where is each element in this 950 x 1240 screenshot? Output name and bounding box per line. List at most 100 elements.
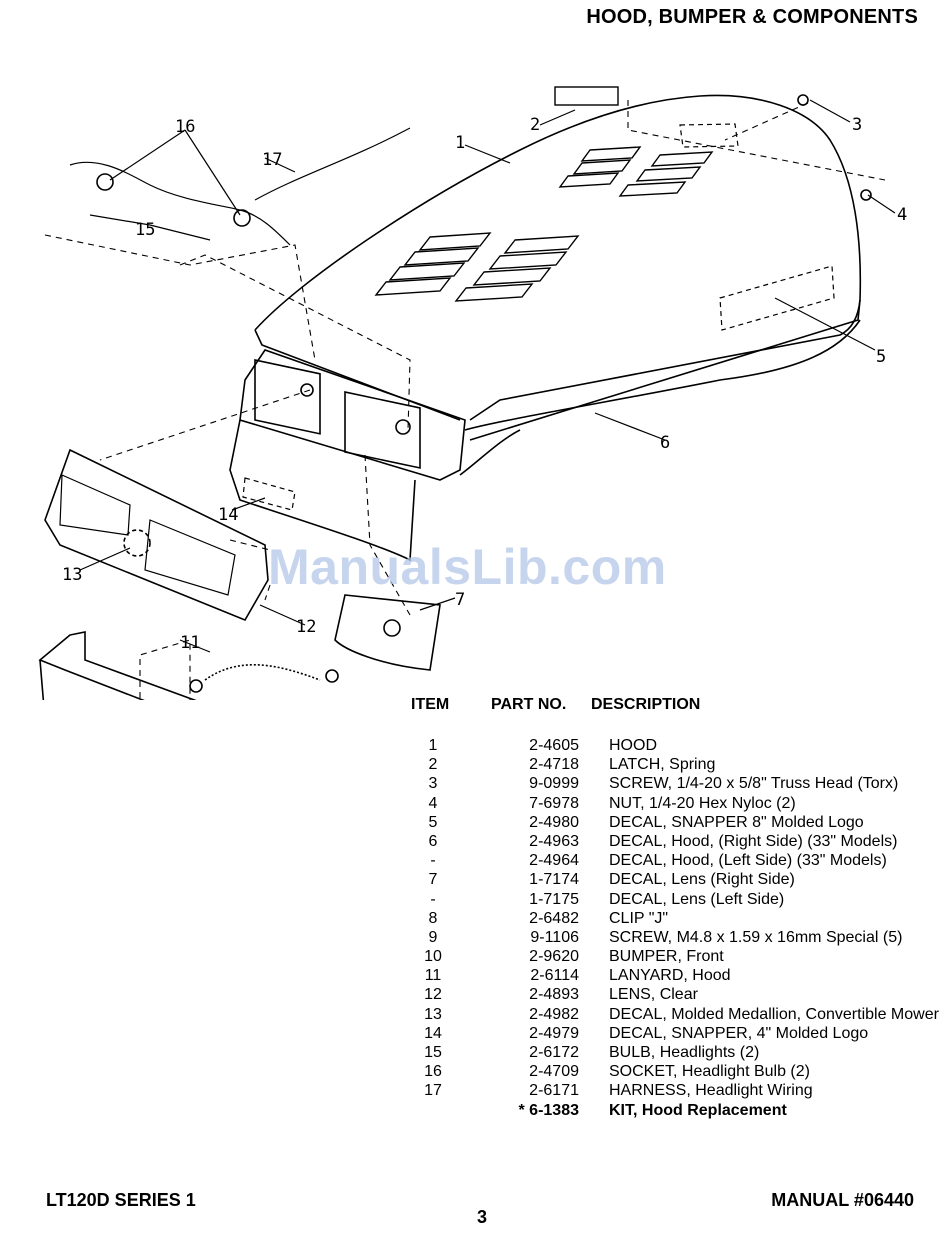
row-description: DECAL, SNAPPER, 4" Molded Logo	[609, 1024, 869, 1042]
callout-14: 14	[218, 505, 238, 525]
row-description: SCREW, 1/4-20 x 5/8" Truss Head (Torx)	[609, 775, 899, 793]
row-part-no: 2-4964	[529, 852, 579, 870]
table-row: 17 2-6171 HARNESS, Headlight Wiring	[405, 1081, 945, 1100]
header-item: ITEM	[411, 696, 450, 713]
row-item: 9	[428, 928, 438, 946]
header-part-no: PART NO.	[491, 696, 567, 713]
callout-16: 16	[175, 117, 195, 137]
page-number: 3	[477, 1207, 488, 1227]
callout-15: 15	[135, 220, 155, 240]
table-row: 8 2-6482 CLIP "J"	[405, 909, 945, 928]
page-title: HOOD, BUMPER & COMPONENTS	[586, 6, 918, 28]
row-item: 4	[428, 794, 438, 812]
table-row: - 2-4964 DECAL, Hood, (Left Side) (33" Mod…	[405, 851, 945, 870]
row-item: 6	[428, 832, 438, 850]
callout-3: 3	[852, 115, 862, 135]
callout-4: 4	[897, 205, 907, 225]
row-item: 12	[424, 986, 442, 1004]
table-header: ITEM PART NO. DESCRIPTION	[405, 696, 945, 714]
row-part-no: 2-6172	[529, 1044, 579, 1061]
row-item: 8	[428, 909, 438, 927]
row-description: LENS, Clear	[609, 986, 698, 1004]
watermark: ManualsLib.com	[268, 539, 667, 595]
row-part-no: 2-4979	[529, 1024, 579, 1042]
table-row: 9 9-1106 SCREW, M4.8 x 1.59 x 16mm Special…	[405, 928, 945, 947]
table-row: - 1-7175 DECAL, Lens (Left Side)	[405, 890, 945, 909]
callout-5: 5	[876, 347, 886, 367]
table-row: 6 2-4963 DECAL, Hood, (Right Side) (33" Mo…	[405, 832, 945, 851]
harness-wire	[69, 161, 291, 246]
row-part-no: 7-6978	[529, 794, 579, 812]
callout-2: 2	[530, 115, 540, 135]
row-description: BULB, Headlights (2)	[609, 1044, 760, 1061]
row-part-no: 1-7174	[529, 871, 579, 889]
row-item: 13	[424, 1005, 442, 1023]
row-item: 15	[424, 1044, 442, 1061]
hood-vents	[374, 146, 714, 302]
row-part-no: 2-6114	[530, 967, 579, 985]
row-description: SOCKET, Headlight Bulb (2)	[609, 1063, 810, 1081]
row-description: DECAL, Lens (Right Side)	[609, 871, 795, 889]
row-description: CLIP "J"	[609, 909, 669, 927]
table-row: 12 2-4893 LENS, Clear	[405, 985, 945, 1004]
table-row: 16 2-4709 SOCKET, Headlight Bulb (2)	[405, 1062, 945, 1081]
row-item: 11	[424, 967, 442, 985]
row-description: HARNESS, Headlight Wiring	[609, 1082, 813, 1100]
lens	[44, 448, 269, 622]
row-part-no: 2-9620	[529, 948, 579, 966]
row-part-no: 2-4963	[529, 832, 579, 850]
row-description: DECAL, Lens (Left Side)	[609, 890, 785, 908]
row-item: -	[430, 852, 436, 870]
row-description: DECAL, Hood, (Left Side) (33" Models)	[609, 852, 887, 870]
callout-1: 1	[455, 133, 465, 153]
row-description: NUT, 1/4-20 Hex Nyloc (2)	[609, 794, 796, 812]
row-part-no: 2-4718	[529, 756, 579, 774]
row-part-no: 1-7175	[529, 890, 579, 908]
lanyard	[204, 664, 321, 681]
table-row: 4 7-6978 NUT, 1/4-20 Hex Nyloc (2)	[405, 794, 945, 813]
row-part-no: 2-4709	[529, 1063, 579, 1081]
row-description: BUMPER, Front	[609, 948, 724, 966]
row-item: 7	[428, 871, 438, 889]
bumper	[38, 631, 197, 700]
row-part-no: 2-6171	[529, 1082, 579, 1100]
kit-description: KIT, Hood Replacement	[609, 1101, 787, 1119]
row-part-no: 2-4980	[529, 813, 579, 831]
callout-6: 6	[660, 433, 670, 453]
row-description: SCREW, M4.8 x 1.59 x 16mm Special (5)	[609, 928, 903, 946]
row-part-no: 2-4982	[529, 1005, 579, 1023]
kit-part-no: * 6-1383	[518, 1101, 580, 1119]
row-description: LATCH, Spring	[609, 756, 716, 774]
row-description: DECAL, Molded Medallion, Convertible Mow…	[609, 1005, 939, 1023]
callout-numbers: 1 2 3 4 5 6 7 8 9 9 10 11 12 13 14 15 16…	[62, 115, 907, 653]
callout-12: 12	[296, 617, 316, 637]
row-part-no: 2-4893	[529, 986, 579, 1004]
header-description: DESCRIPTION	[591, 696, 701, 713]
hood-front	[239, 349, 466, 481]
row-part-no: 9-1106	[530, 928, 579, 946]
callout-13: 13	[62, 565, 82, 585]
hood-outline	[254, 94, 862, 421]
row-part-no: 2-6482	[529, 909, 579, 927]
row-item: 16	[424, 1063, 442, 1081]
model-series: LT120D SERIES 1	[46, 1190, 196, 1210]
kit-row: * 6-1383 KIT, Hood Replacement	[405, 1101, 945, 1120]
row-item: 3	[428, 775, 438, 793]
row-item: 17	[424, 1082, 442, 1100]
callout-17: 17	[262, 150, 282, 170]
table-row: 7 1-7174 DECAL, Lens (Right Side)	[405, 870, 945, 889]
table-row: 13 2-4982 DECAL, Molded Medallion, Convert…	[405, 1005, 945, 1024]
lens-decal	[334, 594, 441, 671]
row-item: -	[430, 890, 436, 908]
row-description: DECAL, Hood, (Right Side) (33" Models)	[609, 832, 898, 850]
row-description: LANYARD, Hood	[609, 967, 731, 985]
row-description: HOOD	[609, 737, 657, 754]
